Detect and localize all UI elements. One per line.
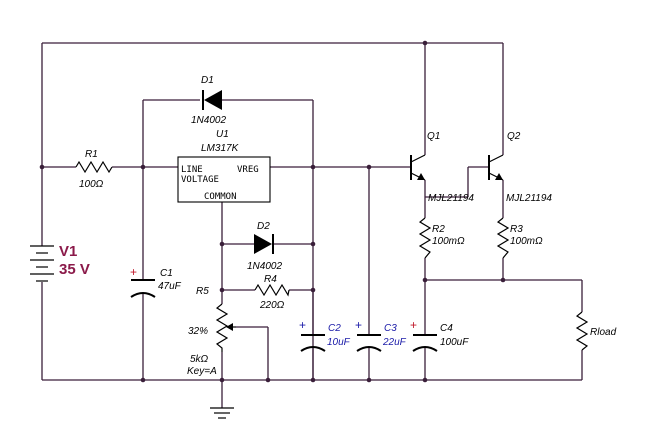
q1-part: MJL21194 — [428, 193, 474, 204]
c4-value: 100uF — [440, 337, 469, 348]
r5-ref: R5 — [196, 286, 209, 297]
v1-value: 35 V — [59, 261, 90, 278]
c4-plus: + — [410, 318, 417, 332]
c1-capacitor: + C1 47uF — [130, 265, 182, 298]
c4-ref: C4 — [440, 323, 453, 334]
c4-capacitor: + C4 100uF — [410, 318, 469, 352]
c3-ref: C3 — [384, 323, 397, 334]
r5-percent: 32% — [188, 326, 208, 337]
c1-plus: + — [130, 265, 137, 279]
r2-resistor: R2 100mΩ — [418, 217, 465, 259]
r1-resistor: R1 100Ω — [75, 149, 113, 190]
u1-pin-line: LINE — [181, 165, 203, 175]
r4-ref: R4 — [264, 274, 277, 285]
u1-ref: U1 — [216, 129, 229, 140]
ground-symbol — [210, 407, 234, 419]
r4-resistor: R4 220Ω — [254, 274, 290, 311]
c2-plus: + — [299, 318, 306, 332]
wires — [41, 42, 583, 408]
d1-diode: D1 1N4002 — [191, 75, 226, 126]
d2-part: 1N4002 — [247, 261, 282, 272]
r2-ref: R2 — [432, 224, 445, 235]
r3-value: 100mΩ — [510, 236, 543, 247]
c1-ref: C1 — [160, 268, 173, 279]
c3-plus: + — [355, 318, 362, 332]
r5-value: 5kΩ — [190, 354, 209, 365]
u1-regulator: U1 LM317K LINE VOLTAGE VREG COMMON — [177, 129, 271, 203]
d2-diode: D2 1N4002 — [247, 221, 282, 272]
u1-part: LM317K — [201, 143, 240, 154]
q2-transistor: Q2 MJL21194 — [488, 131, 552, 204]
v1-ref: V1 — [59, 243, 77, 260]
d1-ref: D1 — [201, 75, 214, 86]
d2-ref: D2 — [257, 221, 270, 232]
r1-value: 100Ω — [79, 179, 104, 190]
c3-value: 22uF — [382, 337, 407, 348]
u1-pin-vreg: VREG — [237, 165, 259, 175]
c2-ref: C2 — [328, 323, 341, 334]
d1-part: 1N4002 — [191, 115, 226, 126]
r5-key: Key=A — [187, 366, 217, 377]
junctions — [39, 40, 506, 383]
c3-capacitor: + C3 22uF — [355, 318, 407, 352]
c2-value: 10uF — [327, 337, 351, 348]
r3-ref: R3 — [510, 224, 523, 235]
c1-value: 47uF — [158, 281, 182, 292]
r3-resistor: R3 100mΩ — [496, 217, 543, 259]
c2-capacitor: + C2 10uF — [299, 318, 351, 352]
q1-transistor: Q1 MJL21194 — [410, 131, 474, 204]
r4-value: 220Ω — [259, 300, 285, 311]
q2-part: MJL21194 — [506, 193, 552, 204]
u1-pin-common: COMMON — [204, 192, 237, 202]
v1-battery: V1 35 V — [30, 243, 90, 282]
u1-pin-voltage: VOLTAGE — [181, 175, 219, 185]
q1-ref: Q1 — [427, 131, 440, 142]
rload-ref: Rload — [590, 327, 617, 338]
r1-ref: R1 — [85, 149, 98, 160]
q2-ref: Q2 — [507, 131, 521, 142]
r5-potentiometer: R5 32% 5kΩ Key=A — [187, 286, 236, 377]
rload-resistor: Rload — [575, 311, 617, 351]
r2-value: 100mΩ — [432, 236, 465, 247]
